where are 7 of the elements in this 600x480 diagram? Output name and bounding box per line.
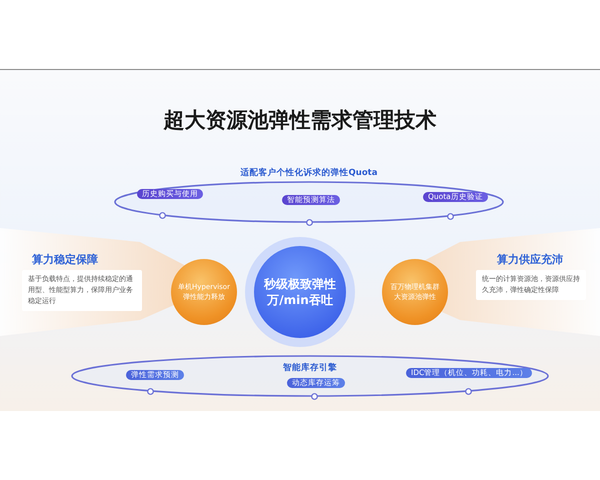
core-label: 秒级极致弹性	[264, 276, 336, 292]
ring-heading: 智能库存引擎	[283, 363, 337, 374]
core-label: 万/min吞吐	[267, 292, 333, 308]
section-heading: 算力稳定保障	[32, 253, 98, 267]
section-heading: 算力供应充沛	[497, 253, 563, 267]
ring-heading: 适配客户个性化诉求的弹性Quota	[240, 168, 378, 179]
slide-title: 超大资源池弹性需求管理技术	[164, 107, 436, 133]
